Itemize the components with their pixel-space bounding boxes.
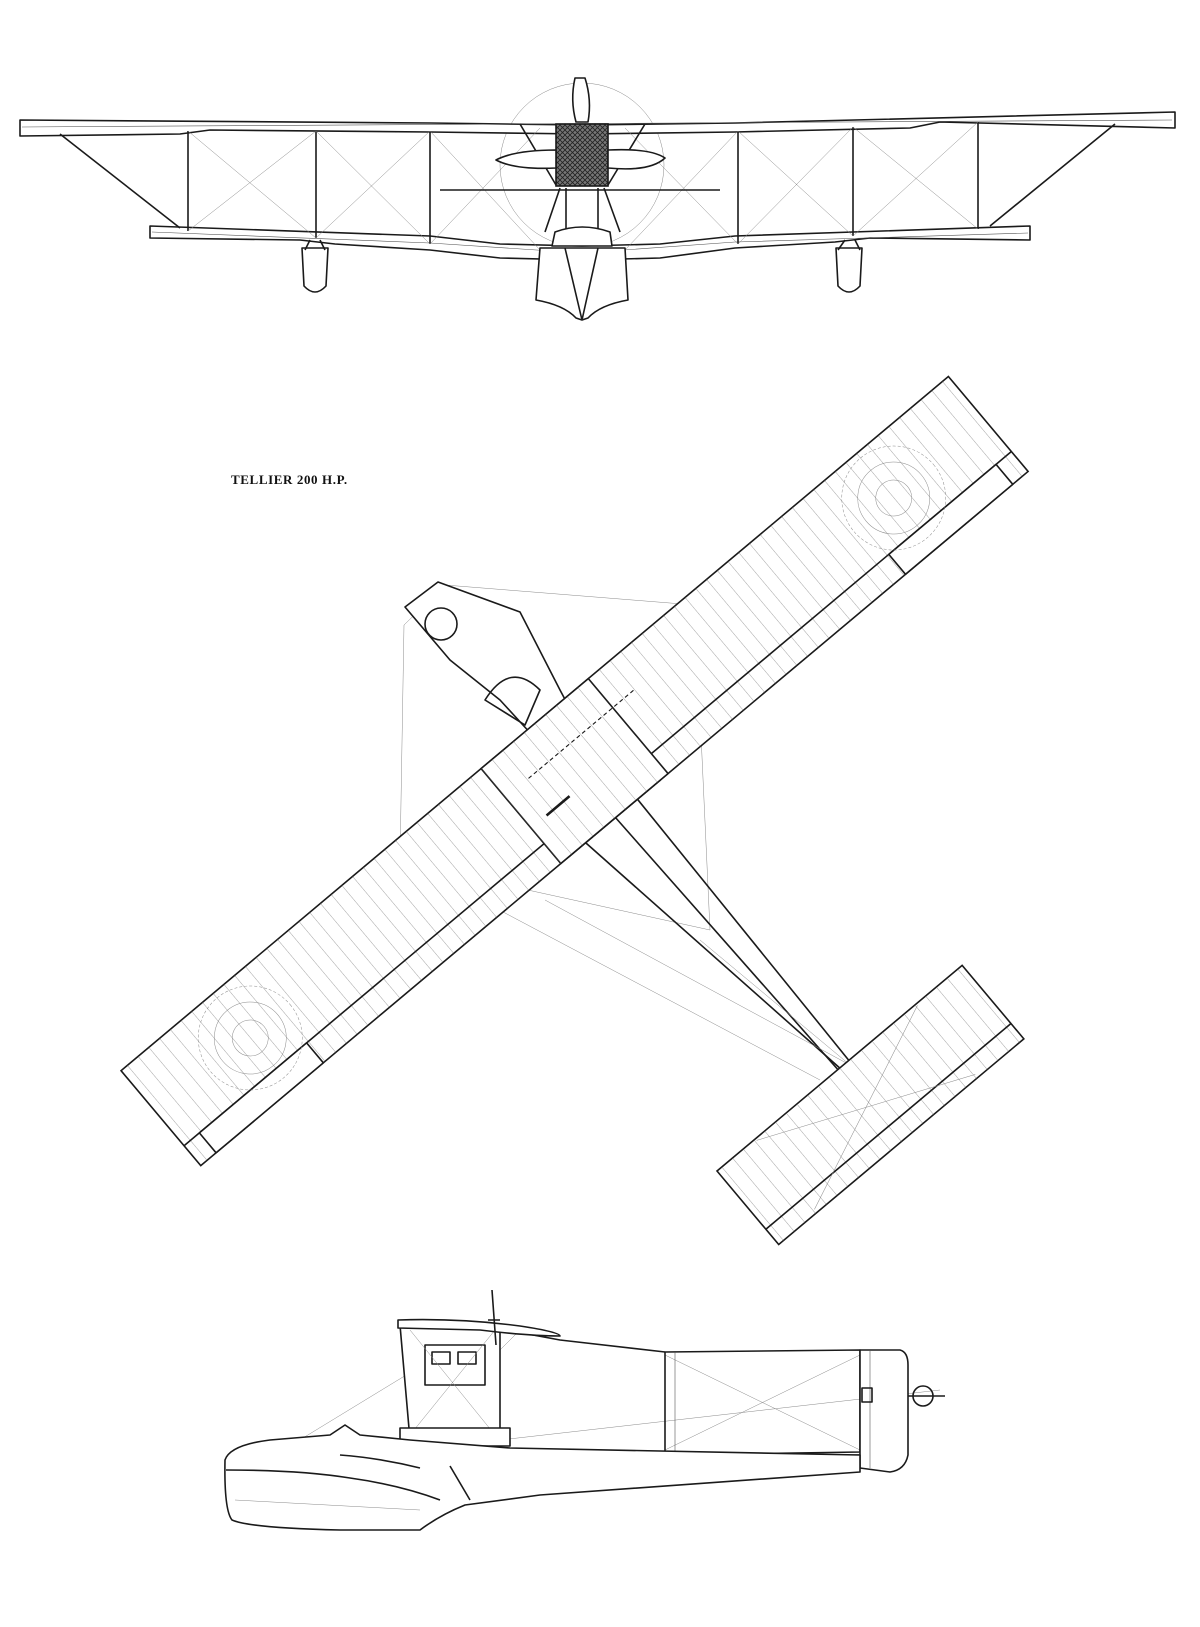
interplane-struts bbox=[59, 122, 1116, 244]
cockpit-coaming bbox=[551, 226, 613, 247]
side-propeller bbox=[488, 1289, 500, 1346]
front-view bbox=[19, 77, 1176, 321]
plan-tailplane bbox=[715, 964, 1025, 1246]
plan-cockpit bbox=[484, 676, 541, 726]
plan-tail-booms bbox=[559, 789, 856, 1073]
radiator bbox=[555, 123, 609, 187]
propeller-blade bbox=[495, 149, 557, 170]
plan-roundel bbox=[198, 985, 303, 1091]
plan-view bbox=[119, 375, 1030, 1246]
wing-float-right bbox=[835, 247, 863, 293]
wing-float-left bbox=[301, 247, 329, 293]
side-view bbox=[224, 1289, 945, 1531]
plan-main-wing bbox=[119, 375, 1030, 1167]
bracing-wires bbox=[187, 121, 979, 251]
side-rudder bbox=[859, 1349, 909, 1473]
plan-gun-ring bbox=[424, 607, 458, 641]
plan-aileron bbox=[888, 463, 1014, 576]
propeller-blade bbox=[607, 148, 666, 170]
hull-front bbox=[535, 247, 629, 321]
drawing-title: TELLIER 200 H.P. bbox=[231, 472, 348, 487]
plan-aileron bbox=[198, 1042, 325, 1154]
propeller-blade bbox=[571, 77, 591, 123]
side-hull bbox=[224, 1424, 861, 1531]
plan-roundel bbox=[841, 445, 946, 551]
side-upper-wing bbox=[397, 1318, 561, 1337]
